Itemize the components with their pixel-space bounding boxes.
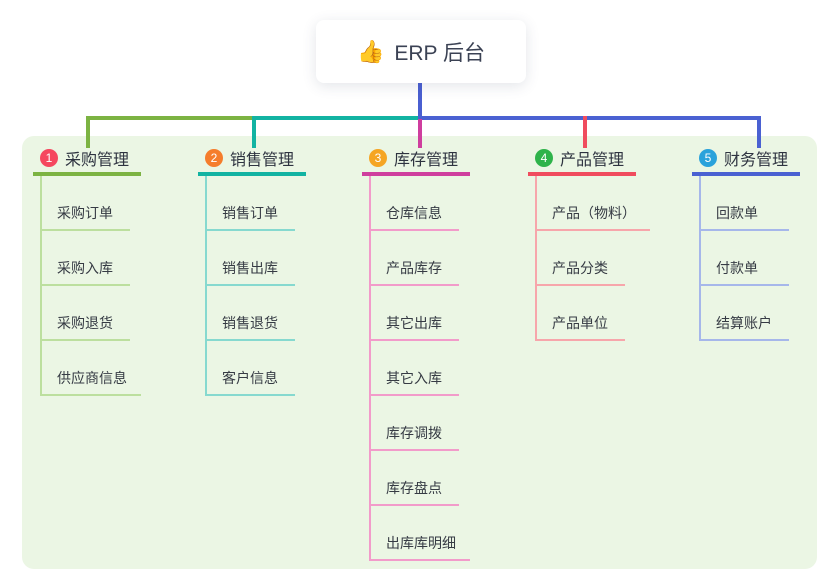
branch-children-product: 产品（物料） 产品分类 产品单位 [535,176,650,341]
node-stock-count[interactable]: 库存盘点 [369,451,459,506]
branch-number-badge: 2 [205,148,223,167]
node-other-outbound[interactable]: 其它出库 [369,286,459,341]
node-sales-order[interactable]: 销售订单 [205,176,295,231]
node-purchase-inbound[interactable]: 采购入库 [40,231,130,286]
branch-header-sales[interactable]: 2 销售管理 [198,148,307,176]
node-purchase-return[interactable]: 采购退货 [40,286,130,341]
branch-header-purchase[interactable]: 1 采购管理 [33,148,142,176]
branch-finance: 5 财务管理 回款单 付款单 结算账户 [692,148,801,341]
branch-drop-finance [757,116,761,148]
branch-title: 销售管理 [230,151,295,169]
thumbs-up-icon: 👍 [356,38,385,64]
node-stock-transfer[interactable]: 库存调拨 [369,396,459,451]
root-node-erp[interactable]: 👍 ERP 后台 [316,20,526,83]
bus-segment-green [86,116,254,120]
branch-product: 4 产品管理 产品（物料） 产品分类 产品单位 [528,148,650,341]
branch-children-inventory: 仓库信息 产品库存 其它出库 其它入库 库存调拨 库存盘点 出库库明细 [369,176,470,561]
branch-sales: 2 销售管理 销售订单 销售出库 销售退货 客户信息 [198,148,307,396]
bus-segment-blue [418,116,761,120]
node-sales-return[interactable]: 销售退货 [205,286,295,341]
branch-number-badge: 1 [40,148,58,167]
branch-number-badge: 4 [535,148,553,167]
branch-header-inventory[interactable]: 3 库存管理 [362,148,471,176]
branch-drop-product [583,116,587,148]
bus-segment-teal [252,116,418,120]
branch-purchase: 1 采购管理 采购订单 采购入库 采购退货 供应商信息 [33,148,142,396]
branch-header-finance[interactable]: 5 财务管理 [692,148,801,176]
branch-children-sales: 销售订单 销售出库 销售退货 客户信息 [205,176,295,396]
node-settlement-account[interactable]: 结算账户 [699,286,789,341]
node-sales-outbound[interactable]: 销售出库 [205,231,295,286]
branch-drop-inventory [418,119,422,148]
node-product-stock[interactable]: 产品库存 [369,231,459,286]
branch-children-purchase: 采购订单 采购入库 采购退货 供应商信息 [40,176,141,396]
branch-inventory: 3 库存管理 仓库信息 产品库存 其它出库 其它入库 库存调拨 库存盘点 出库库… [362,148,471,561]
branch-title: 财务管理 [724,151,789,169]
root-node-label: ERP 后台 [394,41,486,65]
branch-title: 库存管理 [394,151,459,169]
node-receipt-doc[interactable]: 回款单 [699,176,789,231]
mindmap-panel [22,136,817,569]
branch-children-finance: 回款单 付款单 结算账户 [699,176,789,341]
node-payment-doc[interactable]: 付款单 [699,231,789,286]
branch-number-badge: 5 [699,148,717,167]
node-purchase-order[interactable]: 采购订单 [40,176,130,231]
node-customer-info[interactable]: 客户信息 [205,341,295,396]
branch-drop-sales [252,116,256,148]
root-connector-line [418,83,422,120]
node-outbound-detail[interactable]: 出库库明细 [369,506,470,561]
node-warehouse-info[interactable]: 仓库信息 [369,176,459,231]
node-product-material[interactable]: 产品（物料） [535,176,650,231]
node-product-category[interactable]: 产品分类 [535,231,625,286]
node-other-inbound[interactable]: 其它入库 [369,341,459,396]
branch-title: 产品管理 [560,151,625,169]
branch-header-product[interactable]: 4 产品管理 [528,148,637,176]
node-product-unit[interactable]: 产品单位 [535,286,625,341]
branch-drop-purchase [86,116,90,148]
node-supplier-info[interactable]: 供应商信息 [40,341,141,396]
branch-title: 采购管理 [65,151,130,169]
branch-number-badge: 3 [369,148,387,167]
